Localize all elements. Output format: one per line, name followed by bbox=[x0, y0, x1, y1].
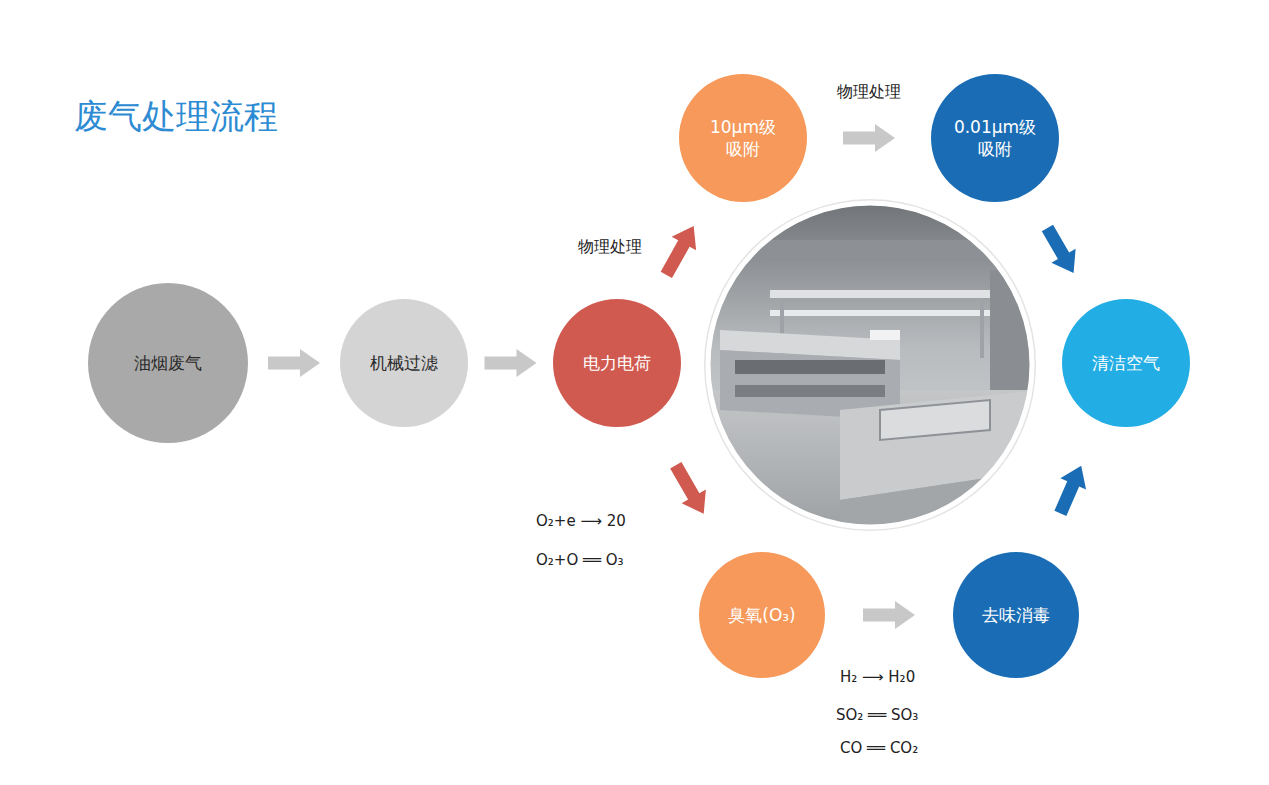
circle-shape bbox=[1062, 299, 1190, 427]
circle-outline bbox=[679, 74, 807, 202]
formula-label: O₂+O ══ O₃ bbox=[534, 551, 626, 569]
circle-outline bbox=[931, 74, 1059, 202]
circle-shape bbox=[953, 552, 1079, 678]
flow-arrow bbox=[661, 226, 696, 278]
node-label: 清洁空气 bbox=[1092, 352, 1160, 374]
process-circle: 机械过滤 bbox=[340, 299, 468, 427]
circle-shape bbox=[88, 283, 248, 443]
process-circle: 臭氧(O₃) bbox=[699, 552, 825, 678]
formula-label: CO ══ CO₂ bbox=[838, 739, 920, 757]
process-circle: 0.01μm级 吸附 bbox=[931, 74, 1059, 202]
node-label: 臭氧(O₃) bbox=[728, 604, 795, 626]
flow-arrow bbox=[863, 601, 915, 629]
process-circle: 油烟废气 bbox=[88, 283, 248, 443]
diagram-title: 废气处理流程 bbox=[74, 94, 278, 140]
edge-label: 物理处理 bbox=[835, 82, 903, 103]
circle-shape bbox=[679, 74, 807, 202]
node-label: 10μm级 吸附 bbox=[710, 116, 776, 160]
process-circle: 10μm级 吸附 bbox=[679, 74, 807, 202]
circle-shape bbox=[553, 299, 681, 427]
circle-shape bbox=[340, 299, 468, 427]
node-label: 机械过滤 bbox=[370, 352, 438, 374]
formula-label: O₂+e ⟶ 20 bbox=[534, 512, 628, 530]
flow-arrow bbox=[268, 349, 320, 377]
circle-shape bbox=[931, 74, 1059, 202]
edge-label: 物理处理 bbox=[576, 236, 644, 257]
formula-label: H₂ ⟶ H₂0 bbox=[838, 668, 917, 686]
process-circle: 去味消毒 bbox=[953, 552, 1079, 678]
node-label: 油烟废气 bbox=[134, 352, 202, 374]
formula-label: SO₂ ══ SO₃ bbox=[834, 706, 920, 724]
flow-arrow bbox=[670, 462, 706, 514]
flow-arrow bbox=[1042, 225, 1076, 273]
node-label: 去味消毒 bbox=[982, 604, 1050, 626]
flow-arrow bbox=[485, 349, 537, 377]
flow-arrow bbox=[843, 124, 895, 152]
node-label: 电力电荷 bbox=[583, 352, 651, 374]
process-circle: 清洁空气 bbox=[1062, 299, 1190, 427]
flow-arrow bbox=[1054, 466, 1086, 516]
circle-shape bbox=[699, 552, 825, 678]
process-circle: 电力电荷 bbox=[553, 299, 681, 427]
node-label: 0.01μm级 吸附 bbox=[954, 116, 1036, 160]
